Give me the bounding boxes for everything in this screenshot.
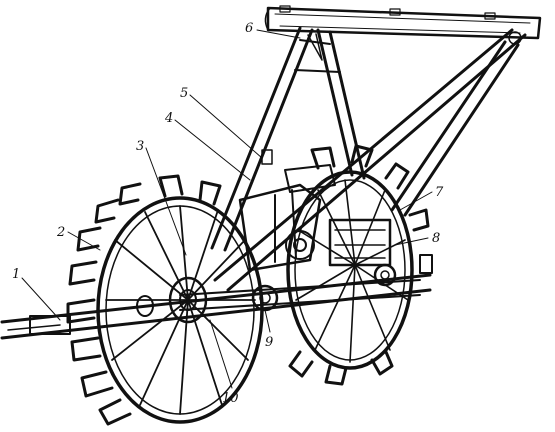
main-shaft	[0, 273, 432, 340]
top-beam	[264, 5, 542, 40]
label-10: 10	[222, 391, 239, 406]
label-7: 7	[435, 185, 444, 200]
leader-lines	[21, 29, 433, 389]
label-2: 2	[56, 225, 65, 240]
right-wheel	[286, 144, 430, 386]
diagonal-stays	[213, 28, 527, 292]
label-3: 3	[136, 139, 144, 154]
drive-mechanism	[238, 149, 433, 312]
part-labels: 1 2 3 4 5 6 7 8 9 10	[12, 21, 444, 406]
label-9: 9	[265, 335, 273, 350]
label-5: 5	[180, 86, 188, 101]
label-1: 1	[12, 267, 20, 282]
label-8: 8	[432, 231, 440, 246]
left-wheel	[66, 174, 264, 426]
frame-legs	[210, 26, 366, 252]
label-4: 4	[164, 111, 173, 126]
label-6: 6	[245, 21, 253, 36]
